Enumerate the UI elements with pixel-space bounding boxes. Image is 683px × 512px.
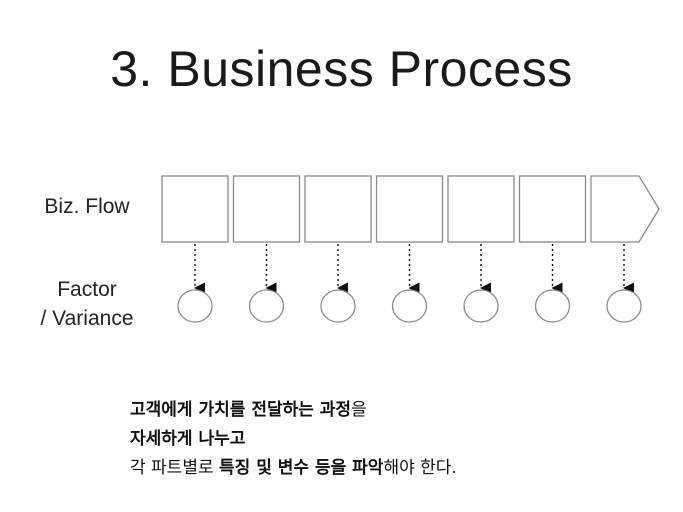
process-step-box (375, 175, 444, 243)
factor-circle (606, 289, 642, 323)
description: 고객에게 가치를 전달하는 과정을 자세하게 나누고 각 파트별로 특징 및 변… (130, 396, 457, 483)
description-segment: 자세하게 나누고 (130, 429, 246, 449)
factor-variance-label: Factor / Variance (22, 275, 152, 333)
description-line-3: 각 파트별로 특징 및 변수 등을 파악해야 한다. (130, 454, 457, 483)
description-segment: 을 (351, 400, 367, 420)
description-segment: 고객에게 가치를 전달하는 과정 (130, 400, 352, 420)
factor-circle (463, 289, 499, 323)
description-segment: 각 파트별로 (130, 458, 220, 478)
factor-circle (320, 289, 356, 323)
biz-flow-label: Biz. Flow (44, 195, 130, 218)
description-line-2: 자세하게 나누고 (130, 425, 457, 454)
process-step-box (232, 175, 301, 243)
factor-circle (248, 289, 285, 323)
process-step-box (518, 175, 587, 243)
factor-circle (177, 289, 213, 323)
factor-label-line1: Factor (57, 278, 117, 301)
process-step-box (447, 175, 515, 243)
factor-label-line2: / Variance (40, 307, 134, 330)
page-title: 3. Business Process (110, 41, 573, 97)
process-step-box (304, 175, 372, 243)
process-step-box (161, 175, 229, 243)
description-segment: 해야 한다. (383, 458, 457, 478)
description-segment: 특징 및 변수 등을 파악 (219, 458, 384, 478)
process-step-arrow (590, 175, 660, 243)
description-line-1: 고객에게 가치를 전달하는 과정을 (130, 396, 457, 425)
factor-circle (391, 289, 428, 323)
factor-circle (534, 289, 571, 323)
